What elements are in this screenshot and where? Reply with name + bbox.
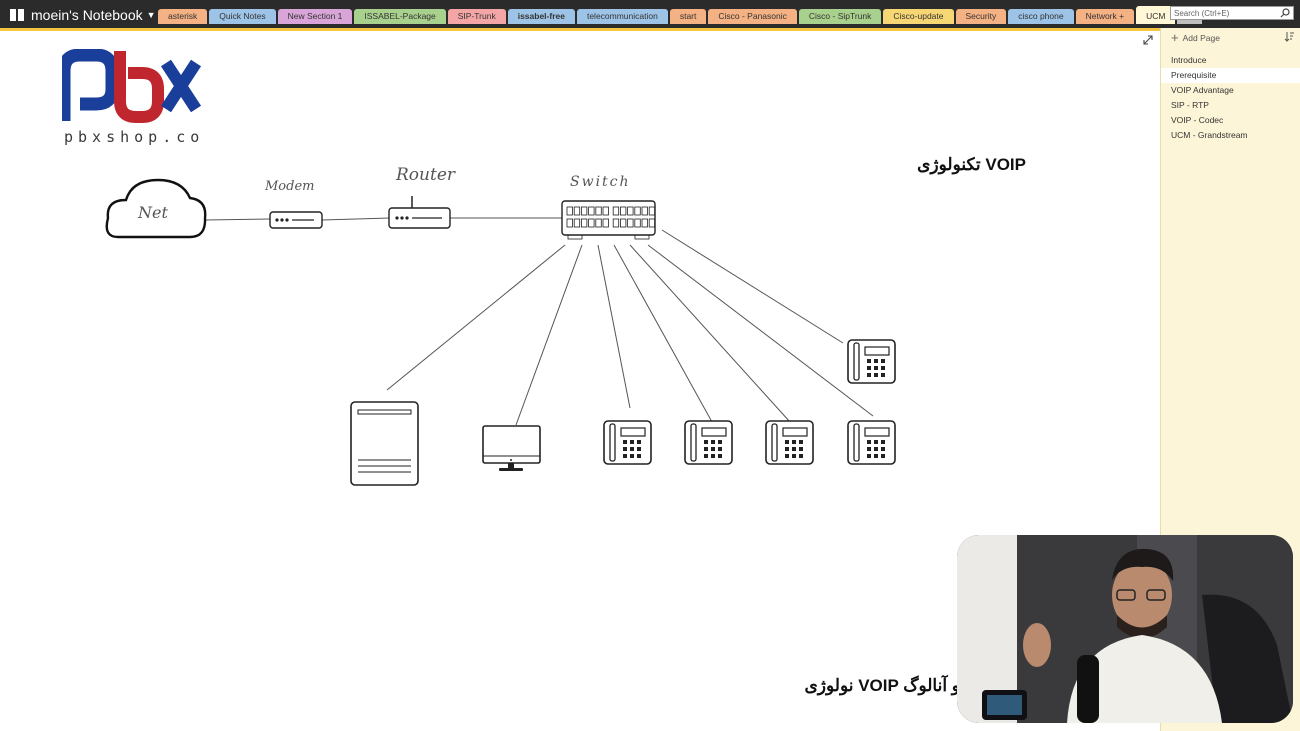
link-switch-phone5	[661, 229, 844, 344]
chevron-down-icon: ▼	[146, 10, 156, 20]
ip-phone-icon	[603, 420, 652, 465]
section-tab[interactable]: issabel-free	[507, 9, 575, 24]
router-icon: Router	[388, 165, 456, 229]
search-input[interactable]: Search (Ctrl+E)	[1170, 6, 1294, 20]
search-placeholder: Search (Ctrl+E)	[1174, 9, 1230, 18]
section-tab[interactable]: SIP-Trunk	[447, 9, 506, 24]
ip-phone-icon	[847, 339, 896, 384]
router-label: Router	[395, 165, 456, 185]
page-item[interactable]: VOIP Advantage	[1171, 85, 1234, 95]
computer-monitor-icon	[482, 425, 541, 471]
link-switch-phone1	[597, 244, 631, 409]
section-tab[interactable]: telecommunication	[576, 9, 668, 24]
switch-icon: Switch	[561, 174, 656, 240]
ip-phone-icon	[765, 420, 814, 465]
page-item[interactable]: SIP - RTP	[1171, 100, 1209, 110]
logo-text: pbxshop.co	[64, 128, 205, 146]
presenter-webcam	[957, 535, 1293, 723]
section-tab[interactable]: start	[669, 9, 707, 24]
page-item[interactable]: UCM - Grandstream	[1171, 130, 1248, 140]
page-item[interactable]: Prerequisite	[1161, 68, 1300, 83]
switch-label: Switch	[570, 174, 631, 190]
page-item[interactable]: VOIP - Codec	[1171, 115, 1224, 125]
section-tab[interactable]: Cisco - Panasonic	[708, 9, 797, 24]
notebook-selector[interactable]: moein's Notebook ▼	[10, 5, 156, 25]
plus-icon: +	[1171, 30, 1179, 45]
section-tab[interactable]: cisco phone	[1008, 9, 1074, 24]
search-icon[interactable]	[1280, 8, 1290, 18]
section-tab[interactable]: ISSABEL-Package	[354, 9, 446, 24]
sort-icon[interactable]	[1284, 31, 1295, 42]
ip-phone-icon	[684, 420, 733, 465]
section-tab[interactable]: asterisk	[158, 9, 208, 24]
section-tab[interactable]: Network +	[1075, 9, 1135, 24]
network-diagram: Net Modem Router Switch	[105, 165, 896, 486]
link-modem-router	[321, 217, 390, 221]
link-switch-phone2	[613, 244, 713, 423]
section-tab[interactable]: Quick Notes	[209, 9, 276, 24]
link-switch-phone3	[629, 244, 791, 423]
add-page-label: Add Page	[1182, 32, 1220, 43]
add-page-button[interactable]: + Add Page	[1171, 30, 1220, 45]
expand-icon[interactable]	[1142, 34, 1154, 46]
section-tab[interactable]: Cisco - SipTrunk	[798, 9, 882, 24]
page-item[interactable]: Introduce	[1171, 55, 1207, 65]
notebook-icon	[10, 9, 24, 21]
cloud-label: Net	[137, 203, 168, 222]
presenter-video	[957, 535, 1293, 723]
section-tab[interactable]: Security	[955, 9, 1007, 24]
link-switch-server	[386, 244, 566, 391]
heading-voip-analog: نولوژی VOIP و آنالوگ	[804, 676, 960, 695]
link-switch-phone4	[647, 244, 874, 417]
section-tab[interactable]: UCM	[1136, 6, 1176, 24]
notebook-title: moein's Notebook	[31, 7, 143, 23]
modem-icon: Modem	[264, 179, 323, 229]
ip-phone-icon	[847, 420, 896, 465]
server-icon	[350, 401, 419, 486]
section-tab[interactable]: New Section 1	[277, 9, 353, 24]
section-tab[interactable]: Cisco-update	[883, 9, 954, 24]
link-net-modem	[204, 218, 271, 221]
pbxshop-logo	[62, 49, 202, 123]
modem-label: Modem	[264, 179, 314, 194]
heading-voip: تکنولوژی VOIP	[917, 155, 1026, 174]
internet-cloud-icon: Net	[105, 178, 207, 239]
link-switch-pc	[515, 244, 583, 426]
